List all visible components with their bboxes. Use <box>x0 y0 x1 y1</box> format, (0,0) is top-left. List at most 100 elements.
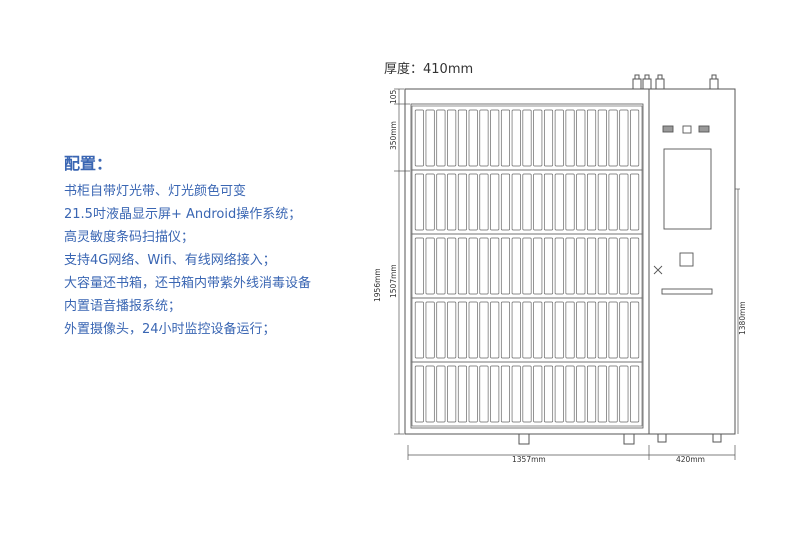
dim-control-height: 1380mm <box>738 301 747 335</box>
book-slot <box>500 301 511 359</box>
config-panel: 配置： 书柜自带灯光带、灯光颜色可变 21.5吋液晶显示屏+ Android操作… <box>64 150 311 341</box>
book-slot <box>543 237 554 295</box>
config-line-lighting: 书柜自带灯光带、灯光颜色可变 <box>64 184 247 199</box>
book-slot <box>511 365 521 423</box>
book-slot <box>565 301 575 359</box>
book-slot <box>479 365 489 423</box>
thickness-label: 厚度：410mm <box>384 62 474 77</box>
cabinet-outer-frame <box>404 88 650 435</box>
control-foot-right <box>712 433 722 443</box>
book-slot <box>587 109 597 167</box>
book-slot <box>619 365 629 423</box>
book-slot <box>554 237 564 295</box>
book-slot <box>630 365 640 423</box>
card-reader-icon <box>653 265 663 275</box>
config-title: 配置： <box>64 154 113 173</box>
book-slot <box>554 301 564 359</box>
dim-row-height: 350mm <box>389 121 398 150</box>
book-slot <box>587 173 597 231</box>
book-slot <box>533 237 543 295</box>
book-slot <box>522 301 532 359</box>
top-hook-2 <box>642 74 652 89</box>
book-slot <box>619 173 629 231</box>
book-slot <box>608 237 618 295</box>
book-slot <box>425 237 435 295</box>
shelf-row <box>411 105 643 171</box>
book-slot <box>630 237 640 295</box>
book-slot <box>468 109 478 167</box>
shelf-row <box>411 361 643 427</box>
book-slot <box>608 109 618 167</box>
shelf-row <box>411 297 643 363</box>
book-slot <box>533 173 543 231</box>
book-slot <box>597 237 607 295</box>
book-slot <box>511 109 521 167</box>
book-slot <box>414 365 424 423</box>
book-slot <box>630 173 640 231</box>
config-line-display: 21.5吋液晶显示屏+ Android操作系统； <box>64 207 302 222</box>
book-slot <box>576 365 586 423</box>
book-slot <box>414 173 424 231</box>
dim-cabinet-width: 1357mm <box>512 455 546 464</box>
book-slot <box>619 109 629 167</box>
book-slot <box>457 365 467 423</box>
book-slot <box>630 301 640 359</box>
book-slot <box>554 365 564 423</box>
book-slot <box>500 109 511 167</box>
book-slot <box>436 173 446 231</box>
book-slot <box>565 173 575 231</box>
top-hook-3 <box>655 74 665 89</box>
lcd-screen <box>663 148 712 230</box>
book-slot <box>468 173 478 231</box>
book-slot <box>576 301 586 359</box>
book-slot <box>414 237 424 295</box>
book-slot <box>457 301 467 359</box>
barcode-scanner <box>679 252 694 267</box>
book-slot <box>554 173 564 231</box>
book-slot <box>468 365 478 423</box>
book-slot <box>500 173 511 231</box>
book-slot <box>436 237 446 295</box>
book-slot <box>533 301 543 359</box>
book-slot <box>457 173 467 231</box>
book-slot <box>500 237 511 295</box>
book-slot <box>597 365 607 423</box>
book-slot <box>447 109 457 167</box>
book-slot <box>425 301 435 359</box>
book-slot <box>425 173 435 231</box>
book-slot <box>543 109 554 167</box>
book-slot <box>436 109 446 167</box>
book-slot <box>490 365 500 423</box>
control-unit-frame <box>648 88 736 435</box>
status-light-icon <box>682 125 692 134</box>
shelf-row <box>411 233 643 299</box>
book-slot <box>447 173 457 231</box>
dim-total-height: 1956mm <box>373 268 382 302</box>
book-slot <box>608 301 618 359</box>
dim-body-height: 1507mm <box>389 264 398 298</box>
base-foot-left <box>518 433 530 445</box>
book-slot <box>597 173 607 231</box>
dim-top-height: 105 <box>389 89 398 104</box>
book-slot <box>425 109 435 167</box>
book-slot <box>436 365 446 423</box>
book-slot <box>490 173 500 231</box>
book-slot <box>490 109 500 167</box>
dim-control-width: 420mm <box>676 455 705 464</box>
book-slot <box>597 301 607 359</box>
book-slot <box>468 237 478 295</box>
config-line-camera: 外置摄像头，24小时监控设备运行； <box>64 322 276 337</box>
config-line-return-box: 大容量还书箱，还书箱内带紫外线消毒设备 <box>64 276 312 291</box>
book-slot <box>511 173 521 231</box>
book-slot <box>619 237 629 295</box>
book-slot <box>576 173 586 231</box>
control-foot-left <box>657 433 667 443</box>
book-slot <box>608 173 618 231</box>
book-slot <box>511 237 521 295</box>
config-line-scanner: 高灵敏度条码扫描仪； <box>64 230 195 245</box>
book-slot <box>447 237 457 295</box>
book-slot <box>554 109 564 167</box>
book-slot <box>565 365 575 423</box>
book-slot <box>468 301 478 359</box>
book-slot <box>490 301 500 359</box>
